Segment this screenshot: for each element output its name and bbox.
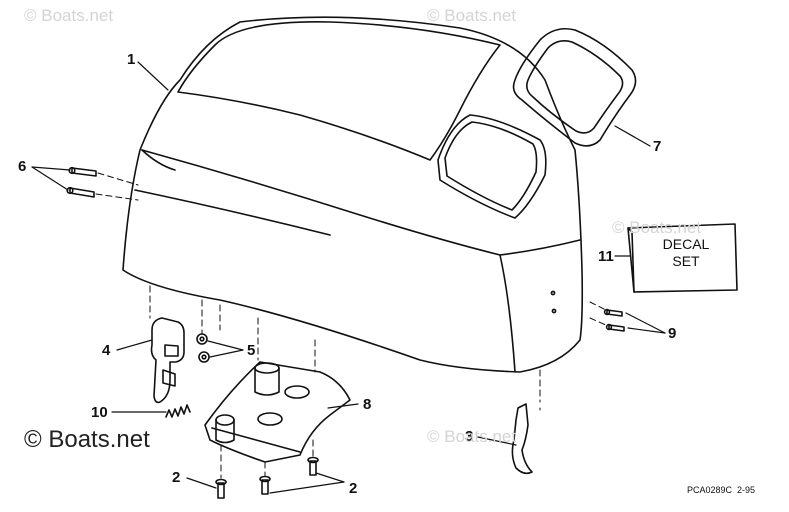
callout-2a: 2 — [172, 469, 181, 486]
callout-9: 9 — [668, 325, 677, 342]
decal-line-1: DECAL — [662, 236, 710, 252]
callout-5: 5 — [247, 342, 256, 359]
callout-11: 11 — [598, 248, 614, 265]
spring — [165, 404, 191, 418]
screws — [215, 456, 319, 499]
decal-set-box — [627, 223, 738, 293]
assembly-lines — [95, 172, 609, 479]
engine-cover — [122, 16, 584, 373]
drawing-code: PCA0289C 2-95 — [687, 486, 755, 495]
watermark-top-center: © Boats.net — [427, 6, 517, 25]
watermark-top-left: © Boats.net — [24, 6, 114, 25]
callout-8: 8 — [363, 396, 372, 413]
side-rivets — [603, 308, 625, 332]
watermark-bottom-left: © Boats.net — [24, 426, 150, 453]
callout-10: 10 — [91, 404, 108, 421]
latch-hook — [511, 403, 533, 475]
latch — [150, 317, 185, 404]
drawing-id: PCA0289C — [687, 485, 733, 495]
callout-7: 7 — [653, 138, 662, 155]
callout-2b: 2 — [349, 480, 358, 497]
callout-1: 1 — [127, 51, 136, 68]
decal-label: DECAL SET — [643, 236, 729, 270]
watermark-bottom-center: © Boats.net — [427, 427, 517, 446]
watermark-mid-right: © Boats.net — [612, 218, 702, 237]
decal-line-2: SET — [672, 253, 700, 269]
callout-4: 4 — [102, 342, 111, 359]
washers — [196, 333, 210, 363]
leader-lines — [31, 61, 666, 494]
latch-bracket — [204, 361, 351, 463]
window-seal — [512, 27, 637, 147]
rivets — [66, 166, 97, 198]
callout-3: 3 — [465, 428, 474, 445]
drawing-date: 2-95 — [737, 485, 756, 495]
callout-6: 6 — [18, 158, 27, 175]
